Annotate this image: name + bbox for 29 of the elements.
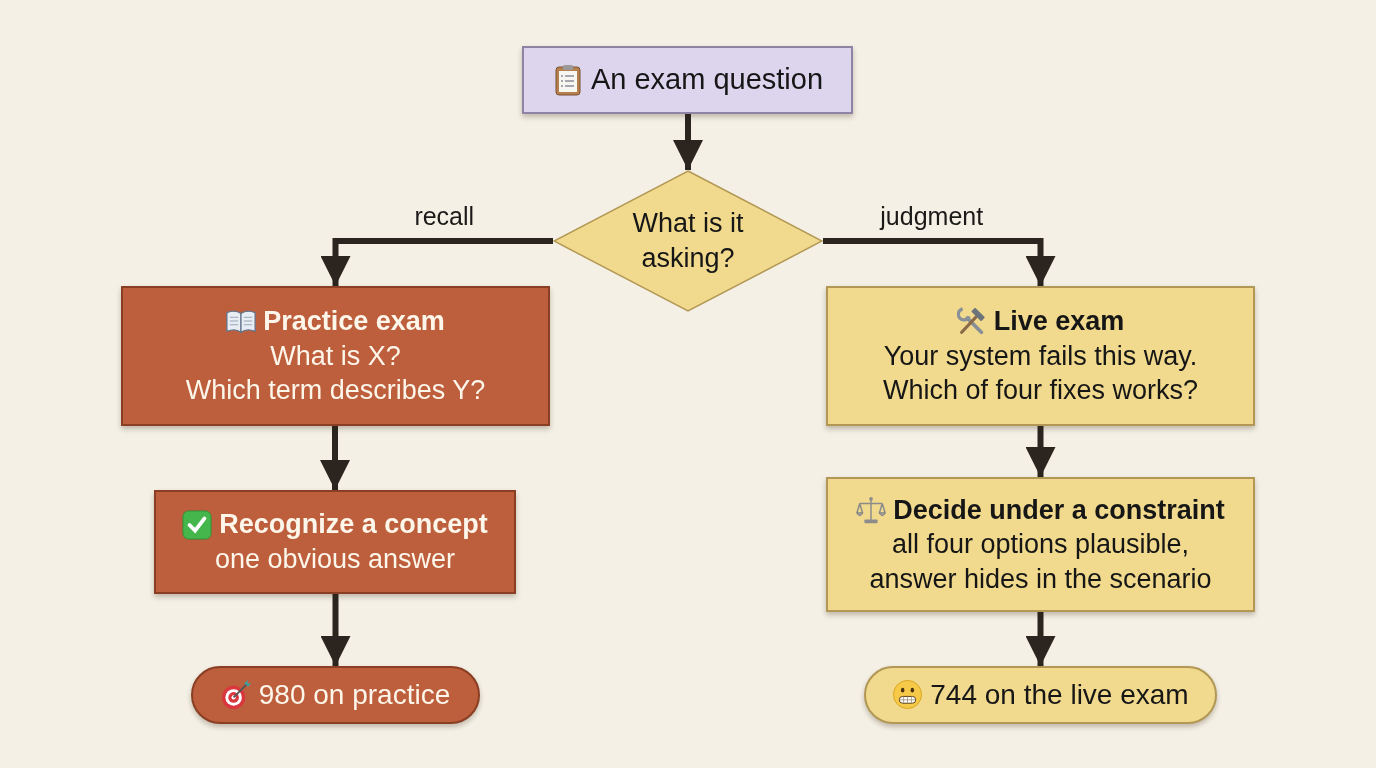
node-heading: Decide under a constraint [893, 493, 1225, 527]
connector-arrow [673, 114, 703, 170]
node-heading: Recognize a concept [219, 508, 488, 542]
process-box [826, 477, 1255, 612]
connector-arrow [320, 594, 351, 666]
node-text: What is X? [270, 339, 401, 373]
connector-arrow [1025, 426, 1056, 477]
node-text: What is it asking? [631, 207, 745, 275]
connector-arrow [320, 426, 350, 490]
node-text: Your system fails this way. [883, 339, 1198, 373]
node-text: Which of four fixes works? [882, 374, 1199, 408]
node-heading: Practice exam [263, 305, 445, 339]
node-text: all four options plausible, answer hides in the scenario [868, 528, 1213, 596]
node-text: 980 on practice [258, 678, 451, 713]
decision-diamond [553, 170, 823, 312]
node-text: Which term describes Y? [185, 374, 486, 408]
connector-arrow [823, 238, 1056, 286]
connector-arrow [1025, 612, 1056, 666]
node-heading: Live exam [993, 305, 1125, 339]
connector-arrow [320, 238, 553, 286]
node-text: 744 on the live exam [930, 678, 1189, 713]
node-text: An exam question [590, 62, 824, 98]
process-box [121, 286, 550, 426]
node-text: one obvious answer [214, 543, 456, 576]
terminal-pill [191, 666, 480, 724]
process-box [154, 490, 516, 594]
process-box [826, 286, 1255, 426]
process-box [522, 46, 853, 114]
terminal-pill [864, 666, 1217, 724]
